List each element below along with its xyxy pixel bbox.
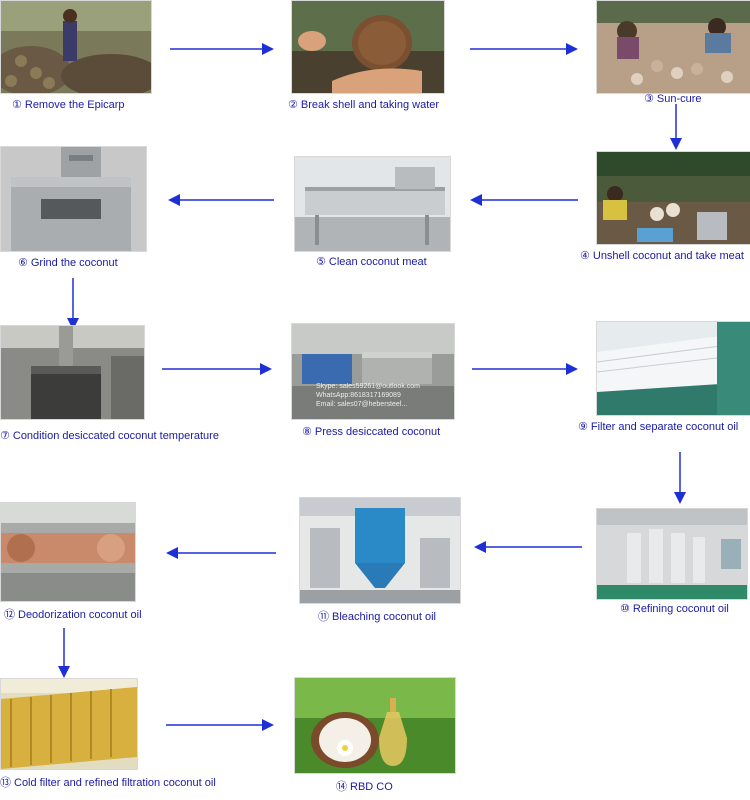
arrow-5-to-6 (168, 194, 274, 206)
step-14-number: ⑭ (336, 781, 347, 793)
photo-cold-filter (0, 678, 138, 770)
arrow-9-to-10 (674, 452, 686, 504)
step-2-number: ② (288, 99, 298, 111)
step-7-text: Condition desiccated coconut temperature (13, 430, 219, 442)
step-9-text: Filter and separate coconut oil (591, 421, 738, 433)
step-13-text: Cold filter and refined filtration cocon… (14, 777, 216, 789)
step-9-number: ⑨ (578, 421, 588, 433)
photo-grind-coconut (0, 146, 147, 252)
photo-deodorization (0, 502, 136, 602)
step-1-text: Remove the Epicarp (25, 99, 125, 111)
watermark-whatsapp: WhatsApp:8618317169089 (316, 391, 420, 400)
photo-unshell-coconut (596, 151, 750, 245)
arrow-11-to-12 (166, 547, 276, 559)
arrow-7-to-8 (162, 363, 272, 375)
arrow-3-to-4 (670, 104, 682, 150)
photo-remove-epicarp (0, 0, 152, 94)
photo-bleaching (299, 497, 461, 604)
arrow-12-to-13 (58, 628, 70, 678)
photo-filter-separate (596, 321, 750, 416)
step-6-text: Grind the coconut (31, 257, 118, 269)
step-10-text: Refining coconut oil (633, 603, 729, 615)
photo-break-shell (291, 0, 445, 94)
step-11-text: Bleaching coconut oil (332, 611, 436, 623)
photo-press-coconut: Skype: sales59261@outlook.com WhatsApp:8… (291, 323, 455, 420)
step-5-number: ⑤ (316, 256, 326, 268)
step-6-number: ⑥ (18, 257, 28, 269)
step-12-number: ⑫ (4, 609, 15, 621)
step-8-text: Press desiccated coconut (315, 426, 440, 438)
photo-refining (596, 508, 748, 600)
arrow-2-to-3 (470, 43, 578, 55)
step-2-text: Break shell and taking water (301, 99, 439, 111)
step-5-text: Clean coconut meat (329, 256, 427, 268)
step-12-text: Deodorization coconut oil (18, 609, 142, 621)
step-8-number: ⑧ (302, 426, 312, 438)
photo-condition-temperature (0, 325, 145, 420)
arrow-4-to-5 (470, 194, 578, 206)
step-4-number: ④ (580, 250, 590, 262)
step-14-text: RBD CO (350, 781, 393, 793)
step-7-number: ⑦ (0, 430, 10, 442)
step-3-number: ③ (644, 93, 654, 105)
arrow-13-to-14 (166, 719, 274, 731)
photo-rbd-co (294, 677, 456, 774)
watermark-skype: Skype: sales59261@outlook.com (316, 382, 420, 391)
step-4-text: Unshell coconut and take meat (593, 250, 744, 262)
photo-clean-meat (294, 156, 451, 252)
photo-sun-cure (596, 0, 750, 94)
arrow-6-to-7 (67, 278, 79, 330)
step-1-number: ① (12, 99, 22, 111)
arrow-8-to-9 (472, 363, 578, 375)
watermark-text: Skype: sales59261@outlook.com WhatsApp:8… (316, 382, 420, 409)
arrow-1-to-2 (170, 43, 274, 55)
step-10-number: ⑩ (620, 603, 630, 615)
watermark-email: Email: sales07@hebersteel... (316, 400, 420, 409)
step-13-number: ⑬ (0, 777, 11, 789)
step-11-number: ⑪ (318, 611, 329, 623)
arrow-10-to-11 (474, 541, 582, 553)
